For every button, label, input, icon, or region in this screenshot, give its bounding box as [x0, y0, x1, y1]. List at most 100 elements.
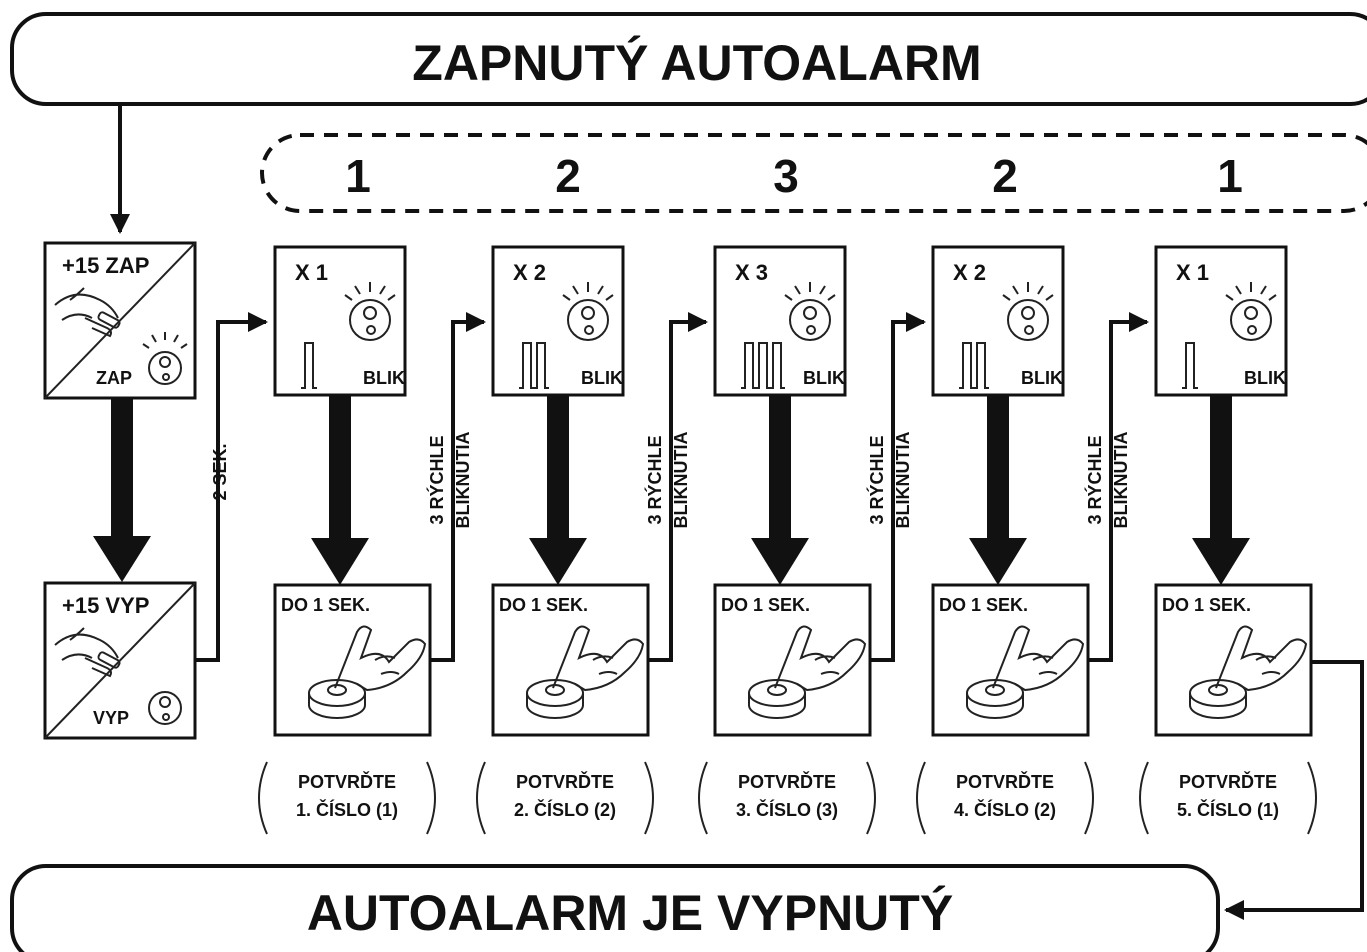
- code-digit: 1: [345, 150, 371, 202]
- connector-line2: BLIKNUTIA: [1111, 432, 1131, 529]
- confirm-line1: POTVRĎTE: [1179, 771, 1277, 792]
- led-icon: [562, 282, 614, 341]
- step-5: X 1 BLIK DO 1 SEK. POTVRĎTE 5. ČÍSLO (1): [1139, 245, 1317, 835]
- pulse-signal: [519, 342, 549, 389]
- led-icon: [142, 332, 188, 385]
- paren-right: [644, 761, 654, 835]
- code-digits: 1 2 3 2 1: [345, 150, 1243, 202]
- confirm-note: POTVRĎTE 5. ČÍSLO (1): [1139, 761, 1317, 835]
- press-label: DO 1 SEK.: [281, 595, 370, 615]
- press-box: [1154, 583, 1313, 737]
- code-digit: 3: [773, 150, 799, 202]
- pulse-signal: [301, 342, 317, 389]
- pulse-signal: [959, 342, 989, 389]
- led-icon: [1002, 282, 1054, 341]
- ignition-off-arrow: [93, 398, 151, 582]
- paren-left: [1139, 761, 1149, 835]
- ignition-on-title: +15 ZAP: [62, 253, 149, 278]
- code-sequence-frame: [260, 133, 1367, 213]
- blink-label: BLIK: [1021, 368, 1063, 388]
- confirm-line1: POTVRĎTE: [516, 771, 614, 792]
- blink-label: BLIK: [1244, 368, 1286, 388]
- pulse-signal: [1182, 342, 1198, 389]
- blink-count: X 2: [953, 260, 986, 285]
- footer-banner: [10, 864, 1220, 952]
- blink-label: BLIK: [363, 368, 405, 388]
- blink-box: [273, 245, 407, 397]
- paren-right: [866, 761, 876, 835]
- step-4: X 2 BLIK DO 1 SEK. POTVRĎTE 4. ČÍSLO (2) 3 RÝ…: [916, 245, 1149, 835]
- header-banner: [10, 12, 1367, 106]
- step-connector: [430, 312, 486, 662]
- ignition-on-box: +15 ZAP ZAP: [43, 241, 197, 400]
- blink-count: X 1: [295, 260, 328, 285]
- press-arrow: [1192, 395, 1250, 585]
- connector-line1: 3 RÝCHLE: [1084, 435, 1105, 524]
- ignition-off-label: VYP: [93, 708, 129, 728]
- finish-connector: [1224, 660, 1364, 920]
- confirm-line1: POTVRĎTE: [738, 771, 836, 792]
- connector-line2: BLIKNUTIA: [453, 432, 473, 529]
- confirm-line2: 4. ČÍSLO (2): [954, 799, 1056, 820]
- connector-line2: BLIKNUTIA: [893, 432, 913, 529]
- blink-label: BLIK: [581, 368, 623, 388]
- ignition-off-box: +15 VYP VYP: [43, 581, 197, 740]
- confirm-note: POTVRĎTE 1. ČÍSLO (1): [258, 761, 436, 835]
- finger-press-icon: [1189, 625, 1308, 719]
- led-icon: [1225, 282, 1277, 341]
- press-arrow: [529, 395, 587, 585]
- footer-title: AUTOALARM JE VYPNUTÝ: [307, 885, 953, 941]
- blink-label: BLIK: [803, 368, 845, 388]
- paren-left: [476, 761, 486, 835]
- code-digit: 2: [992, 150, 1018, 202]
- header-title: ZAPNUTÝ AUTOALARM: [412, 35, 981, 91]
- blink-count: X 1: [1176, 260, 1209, 285]
- paren-left: [698, 761, 708, 835]
- key-icon: [54, 287, 121, 338]
- steps-group: X 1 BLIK DO 1 SEK. POTVRĎTE 1. ČÍSLO (1) 3 RÝ…: [258, 245, 1317, 835]
- press-label: DO 1 SEK.: [499, 595, 588, 615]
- pulse-signal: [741, 342, 785, 389]
- connector-line1: 3 RÝCHLE: [866, 435, 887, 524]
- paren-left: [916, 761, 926, 835]
- step-connector: [648, 312, 708, 662]
- step-connector: [870, 312, 926, 662]
- step-connector: [1088, 312, 1149, 662]
- confirm-line2: 1. ČÍSLO (1): [296, 799, 398, 820]
- connector-line2: BLIKNUTIA: [671, 432, 691, 529]
- paren-left: [258, 761, 268, 835]
- paren-right: [1084, 761, 1094, 835]
- confirm-line1: POTVRĎTE: [298, 771, 396, 792]
- press-arrow: [969, 395, 1027, 585]
- blink-count: X 3: [735, 260, 768, 285]
- code-digit: 2: [555, 150, 581, 202]
- confirm-note: POTVRĎTE 2. ČÍSLO (2): [476, 761, 654, 835]
- finger-press-icon: [526, 625, 645, 719]
- press-box: [491, 583, 650, 737]
- press-label: DO 1 SEK.: [939, 595, 1028, 615]
- blink-box: [931, 245, 1065, 397]
- wait-label: 2 SEK.: [210, 443, 230, 500]
- finger-press-icon: [308, 625, 427, 719]
- code-digit: 1: [1217, 150, 1243, 202]
- finger-press-icon: [748, 625, 867, 719]
- led-icon: [148, 691, 182, 725]
- confirm-line2: 5. ČÍSLO (1): [1177, 799, 1279, 820]
- paren-right: [426, 761, 436, 835]
- wait-connector: [195, 312, 268, 662]
- confirm-line1: POTVRĎTE: [956, 771, 1054, 792]
- led-icon: [784, 282, 836, 341]
- confirm-line2: 2. ČÍSLO (2): [514, 799, 616, 820]
- press-label: DO 1 SEK.: [1162, 595, 1251, 615]
- confirm-note: POTVRĎTE 4. ČÍSLO (2): [916, 761, 1094, 835]
- finger-press-icon: [966, 625, 1085, 719]
- press-arrow: [311, 395, 369, 585]
- paren-right: [1307, 761, 1317, 835]
- press-arrow: [751, 395, 809, 585]
- connector-line1: 3 RÝCHLE: [644, 435, 665, 524]
